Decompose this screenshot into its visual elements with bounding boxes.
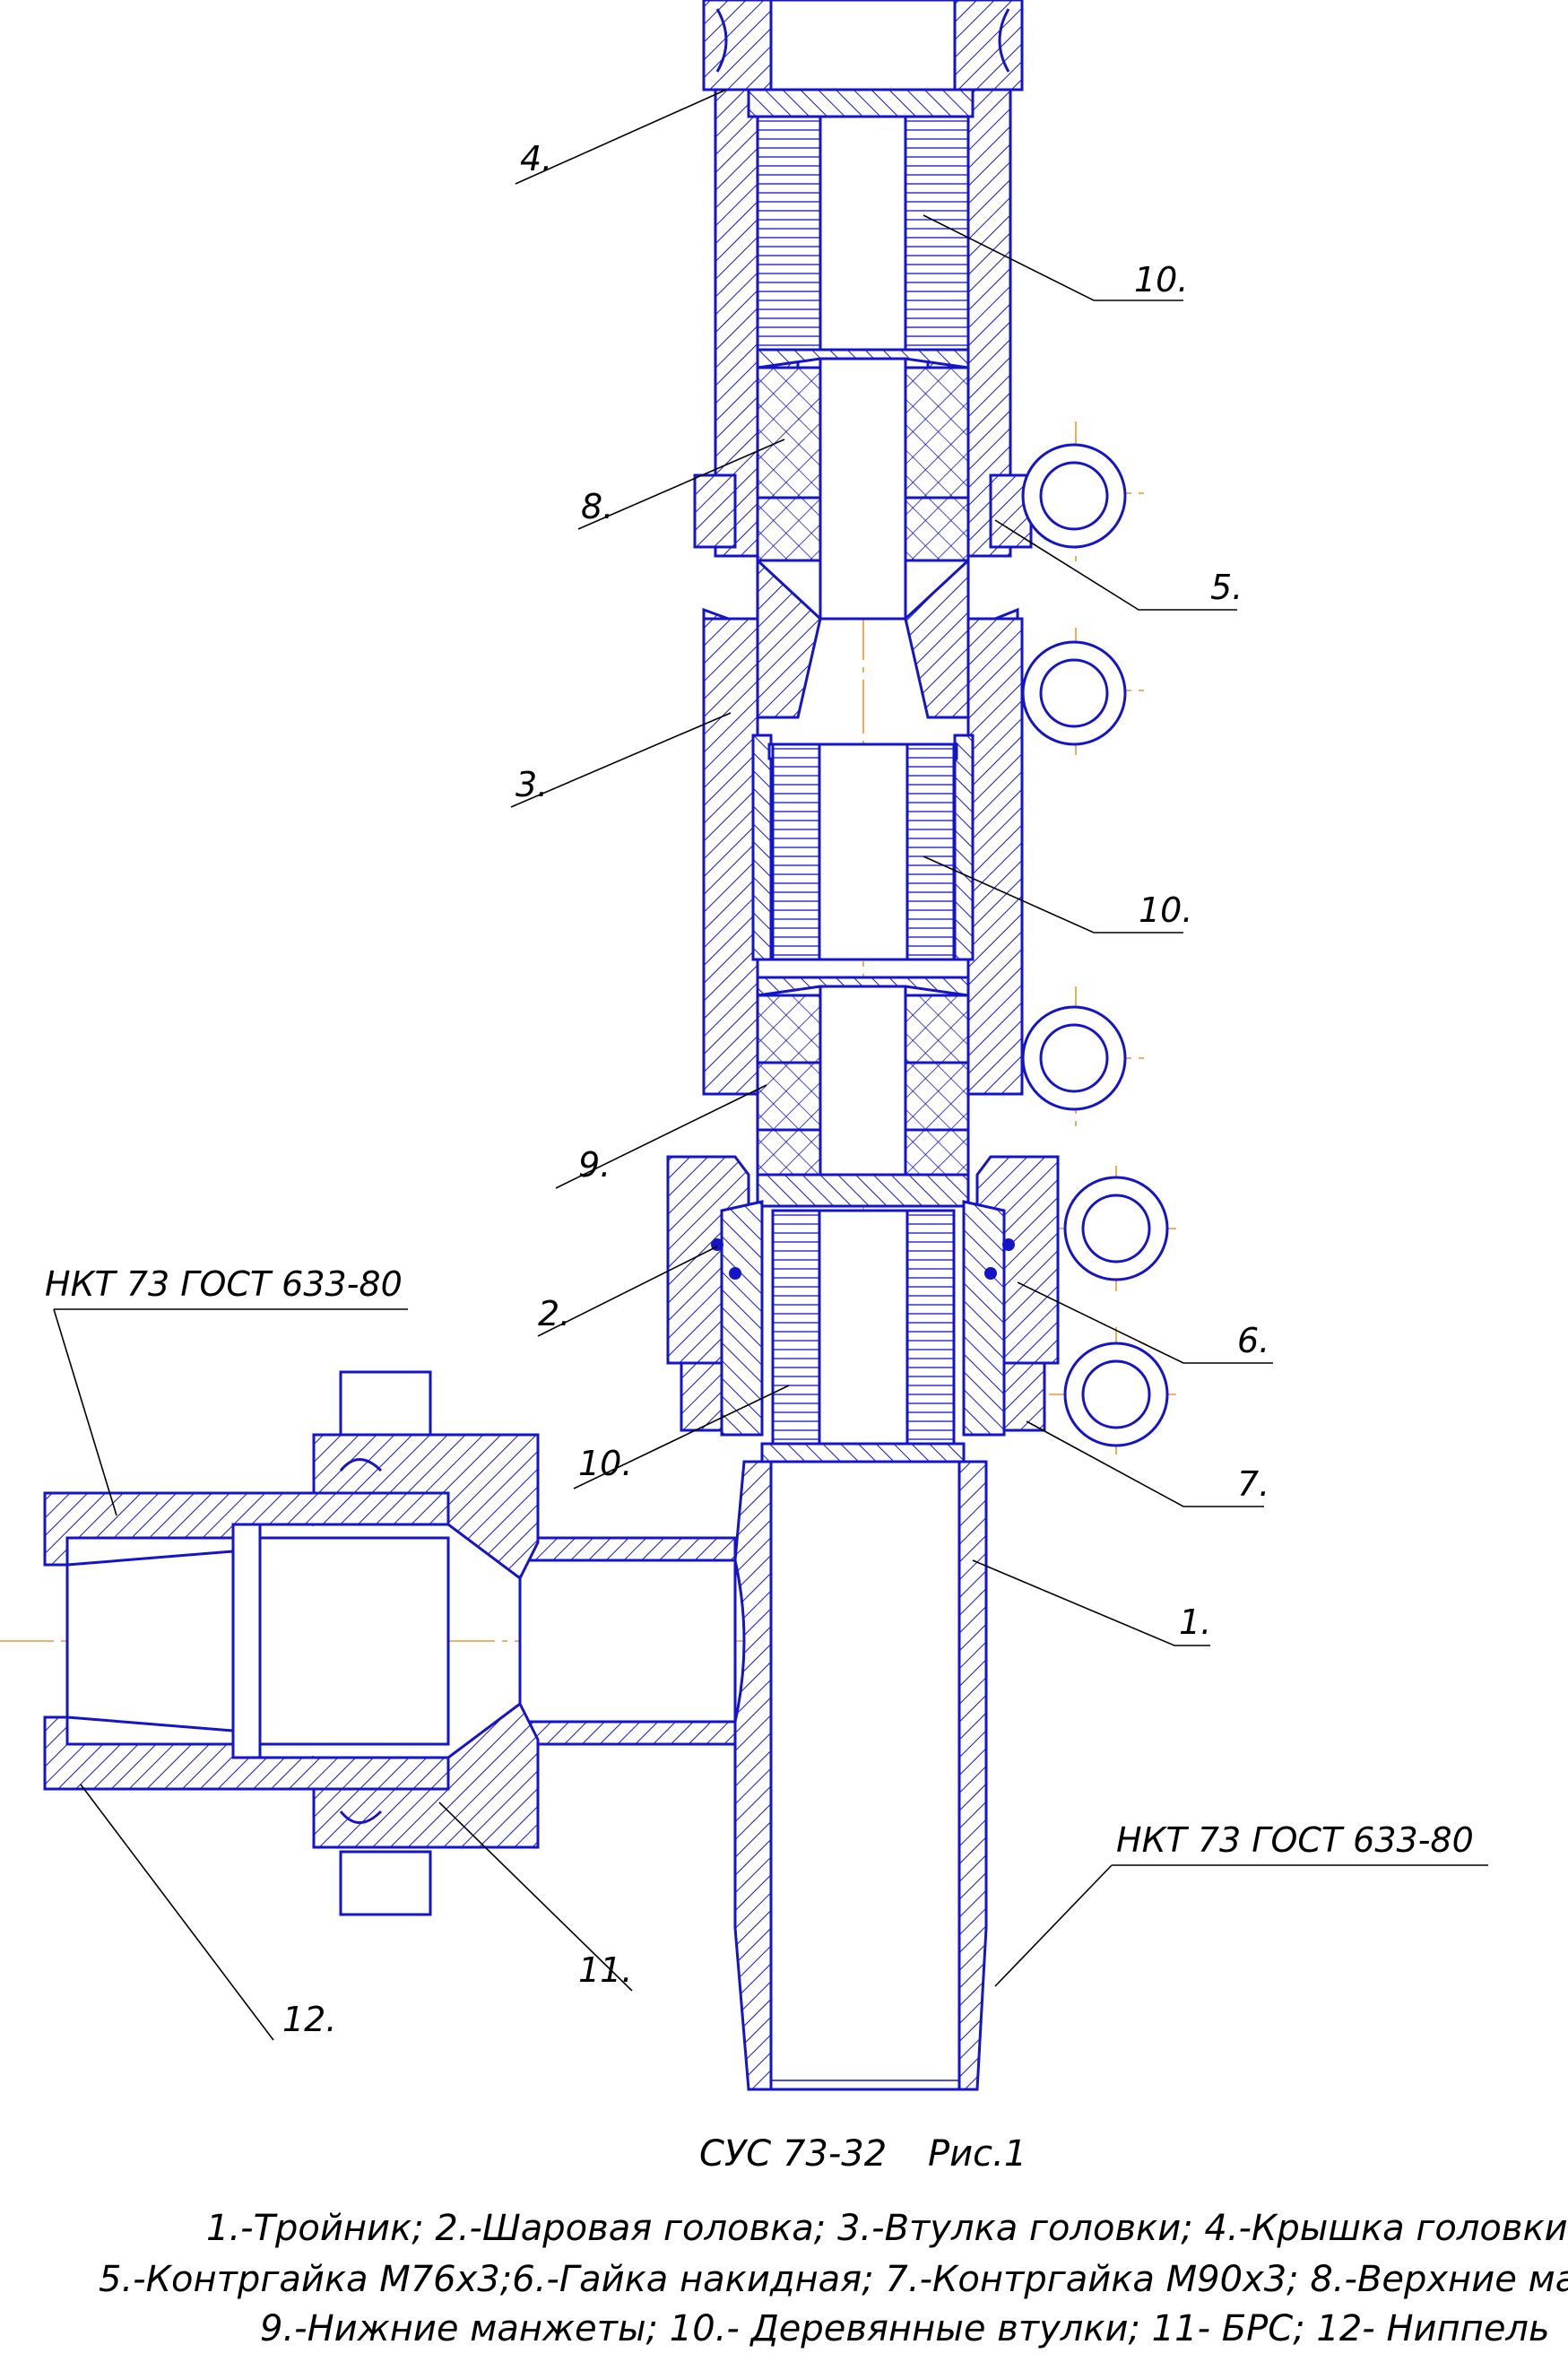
drawing-caption-name: СУС 73-32 (699, 2133, 887, 2175)
reference-circles (1021, 443, 1169, 1447)
callout-7: 7. (1237, 1464, 1269, 1504)
callout-4: 4. (520, 139, 552, 178)
callout-8: 8. (581, 487, 613, 526)
callout-11: 11. (578, 1950, 632, 1990)
spec-label-top-left: НКТ 73 ГОСТ 633-80 (45, 1264, 403, 1304)
callout-12: 12. (282, 2000, 336, 2039)
wooden-bushing-lower (760, 1209, 966, 1465)
lower-packings-part-9 (756, 976, 970, 1208)
leader-lines (53, 89, 1488, 2041)
callout-3: 3. (515, 765, 548, 804)
ball-head-part-2 (711, 1200, 1015, 1437)
legend-line-2: 5.-Контргайка М76х3;6.-Гайка накидная; 7… (99, 2259, 1568, 2300)
upper-packings-part-8 (756, 348, 970, 719)
lock-nut-m90-part-7 (680, 1361, 1046, 1432)
callout-10-top: 10. (1134, 260, 1188, 300)
nipple-part-12 (43, 1491, 450, 1791)
callout-10-middle: 10. (1139, 890, 1192, 930)
callout-10-lower: 10. (578, 1444, 632, 1483)
callout-1: 1. (1179, 1602, 1211, 1642)
callout-9: 9. (578, 1145, 611, 1185)
legend-line-3: 9.-Нижние манжеты; 10.- Деревянные втулк… (260, 2308, 1550, 2349)
tee-body-part-1 (518, 1460, 988, 2091)
callout-2: 2. (538, 1294, 570, 1333)
spec-label-bottom-right: НКТ 73 ГОСТ 633-80 (1116, 1820, 1474, 1860)
head-bushing-part-3 (702, 617, 1024, 1096)
callout-6: 6. (1237, 1321, 1269, 1360)
callout-5: 5. (1210, 568, 1243, 607)
drawing-caption-figure: Рис.1 (928, 2133, 1027, 2175)
legend-line-1: 1.-Тройник; 2.-Шаровая головка; 3.-Втулк… (206, 2208, 1568, 2249)
wooden-bushing-upper (747, 88, 975, 352)
wooden-bushing-middle (771, 742, 956, 961)
